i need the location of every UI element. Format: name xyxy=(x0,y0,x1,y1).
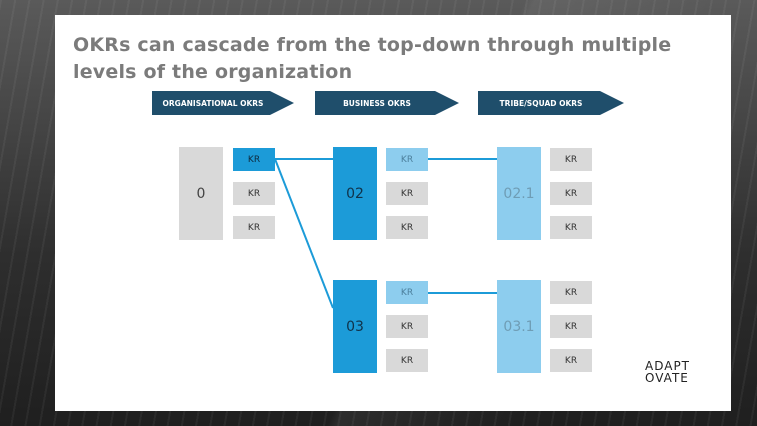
tribe-021-kr-2: KR xyxy=(550,182,592,205)
tribe-031-kr-1: KR xyxy=(550,281,592,304)
biz-02-kr-3: KR xyxy=(386,216,428,239)
level-header-tribe-squad: TRIBE/SQUAD OKRS xyxy=(478,91,624,115)
tribe-021-kr-1: KR xyxy=(550,148,592,171)
biz-03-kr-1: KR xyxy=(386,281,428,304)
level-header-organisational: ORGANISATIONAL OKRS xyxy=(152,91,294,115)
objective-02-1: 02.1 xyxy=(497,147,541,240)
tribe-021-kr-3: KR xyxy=(550,216,592,239)
objective-03-1: 03.1 xyxy=(497,280,541,373)
tribe-031-kr-2: KR xyxy=(550,315,592,338)
logo-line-1: ADAPT xyxy=(645,359,691,373)
org-kr-2: KR xyxy=(233,182,275,205)
adaptovate-logo: ADAPT OVATE xyxy=(645,360,705,384)
biz-02-kr-2: KR xyxy=(386,182,428,205)
slide-card xyxy=(55,15,731,411)
biz-02-kr-1: KR xyxy=(386,148,428,171)
logo-line-2: OVATE xyxy=(645,371,689,385)
biz-03-kr-2: KR xyxy=(386,315,428,338)
biz-03-kr-3: KR xyxy=(386,349,428,372)
objective-02: 02 xyxy=(333,147,377,240)
objective-03: 03 xyxy=(333,280,377,373)
objective-org: 0 xyxy=(179,147,223,240)
org-kr-3: KR xyxy=(233,216,275,239)
level-header-business: BUSINESS OKRS xyxy=(315,91,459,115)
slide-title: OKRs can cascade from the top-down throu… xyxy=(73,34,672,83)
org-kr-1: KR xyxy=(233,148,275,171)
connector-org-kr-to-03 xyxy=(274,158,334,309)
tribe-031-kr-3: KR xyxy=(550,349,592,372)
